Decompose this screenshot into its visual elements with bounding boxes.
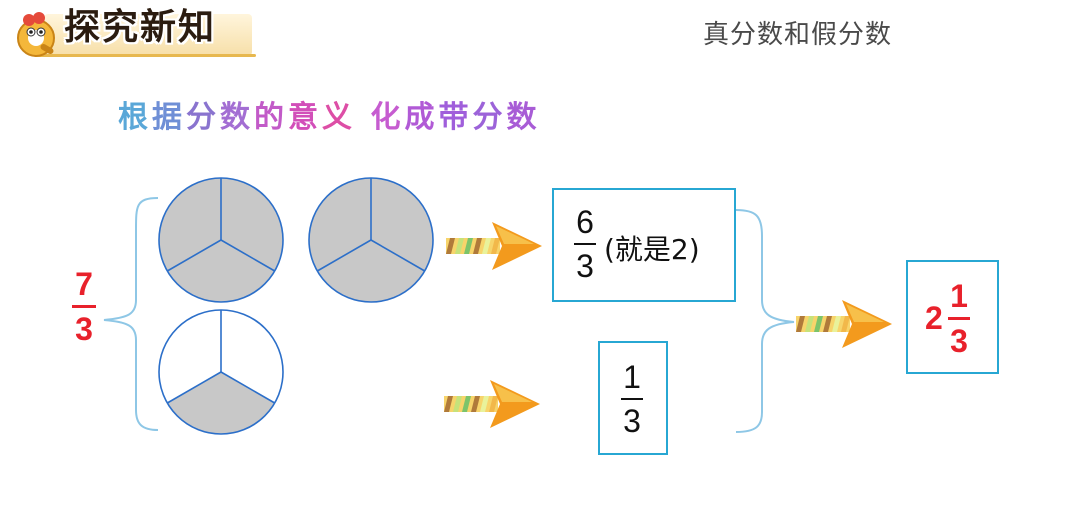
heading-char: 成 — [404, 100, 439, 135]
heading-char: 的 — [254, 100, 288, 135]
whole-note: (就是2) — [604, 233, 700, 266]
heading-char: 意 — [288, 100, 322, 135]
box-mixed-number: 2 1 3 — [906, 260, 999, 374]
part-numerator: 1 — [623, 359, 641, 395]
improper-denominator: 3 — [75, 311, 93, 347]
mixed-numerator: 1 — [950, 278, 968, 314]
whole-fraction: 6 3 — [574, 206, 596, 282]
circle-divider — [370, 239, 426, 272]
arrow-icon — [446, 222, 542, 270]
improper-fraction-bar — [72, 305, 96, 308]
part-fraction-bar — [621, 398, 643, 400]
circle-sector — [159, 310, 221, 403]
circle-divider — [220, 239, 276, 272]
circle-divider — [166, 239, 222, 272]
mixed-whole: 2 — [925, 300, 943, 336]
whole-denominator: 3 — [576, 248, 594, 284]
circle-sector — [221, 310, 283, 403]
circle-sector — [371, 178, 433, 271]
heading-char: 据 — [152, 100, 186, 135]
circle-sector — [159, 177, 221, 271]
arrow-icon — [444, 380, 540, 428]
mixed-denominator: 3 — [950, 323, 968, 359]
heading-char: 数 — [220, 100, 254, 135]
heading-char: 分 — [472, 100, 507, 135]
circle-sector — [317, 240, 425, 302]
instruction-heading: 根据分数的意义 化成带分数 — [118, 92, 540, 136]
box-whole-part: 6 3 (就是2) — [552, 188, 736, 302]
box-remaining-part: 1 3 — [598, 341, 668, 455]
part-denominator: 3 — [623, 403, 641, 439]
heading-char: 根 — [118, 100, 152, 135]
left-brace — [103, 197, 159, 431]
right-brace — [735, 209, 795, 433]
circle-divider — [316, 239, 372, 272]
fraction-circle — [158, 309, 284, 435]
whole-fraction-bar — [574, 243, 596, 245]
circle-sector — [221, 178, 283, 271]
arrow-icon — [796, 300, 892, 348]
heading-char: 数 — [506, 100, 541, 135]
mascot-icon — [17, 12, 55, 57]
header-bar-underline — [34, 54, 256, 57]
heading-char: 义 — [322, 100, 356, 135]
part-fraction: 1 3 — [621, 361, 643, 437]
circle-divider — [220, 371, 276, 404]
heading-char: 带 — [438, 100, 473, 135]
header-bar — [14, 8, 256, 60]
mixed-fraction-bar — [948, 317, 970, 320]
page-title: 探究新知 — [64, 7, 217, 48]
improper-fraction: 7 3 — [72, 268, 96, 345]
circle-sector — [309, 177, 371, 271]
header-bar-background — [44, 14, 252, 56]
fraction-circle — [158, 177, 284, 303]
fraction-circle — [308, 177, 434, 303]
heading-char: 分 — [186, 100, 220, 135]
whole-numerator: 6 — [576, 204, 594, 240]
topic-label: 真分数和假分数 — [703, 20, 893, 50]
circle-divider — [166, 371, 222, 404]
mixed-fraction: 1 3 — [948, 280, 970, 357]
improper-numerator: 7 — [75, 266, 93, 302]
heading-char: 化 — [370, 100, 405, 135]
